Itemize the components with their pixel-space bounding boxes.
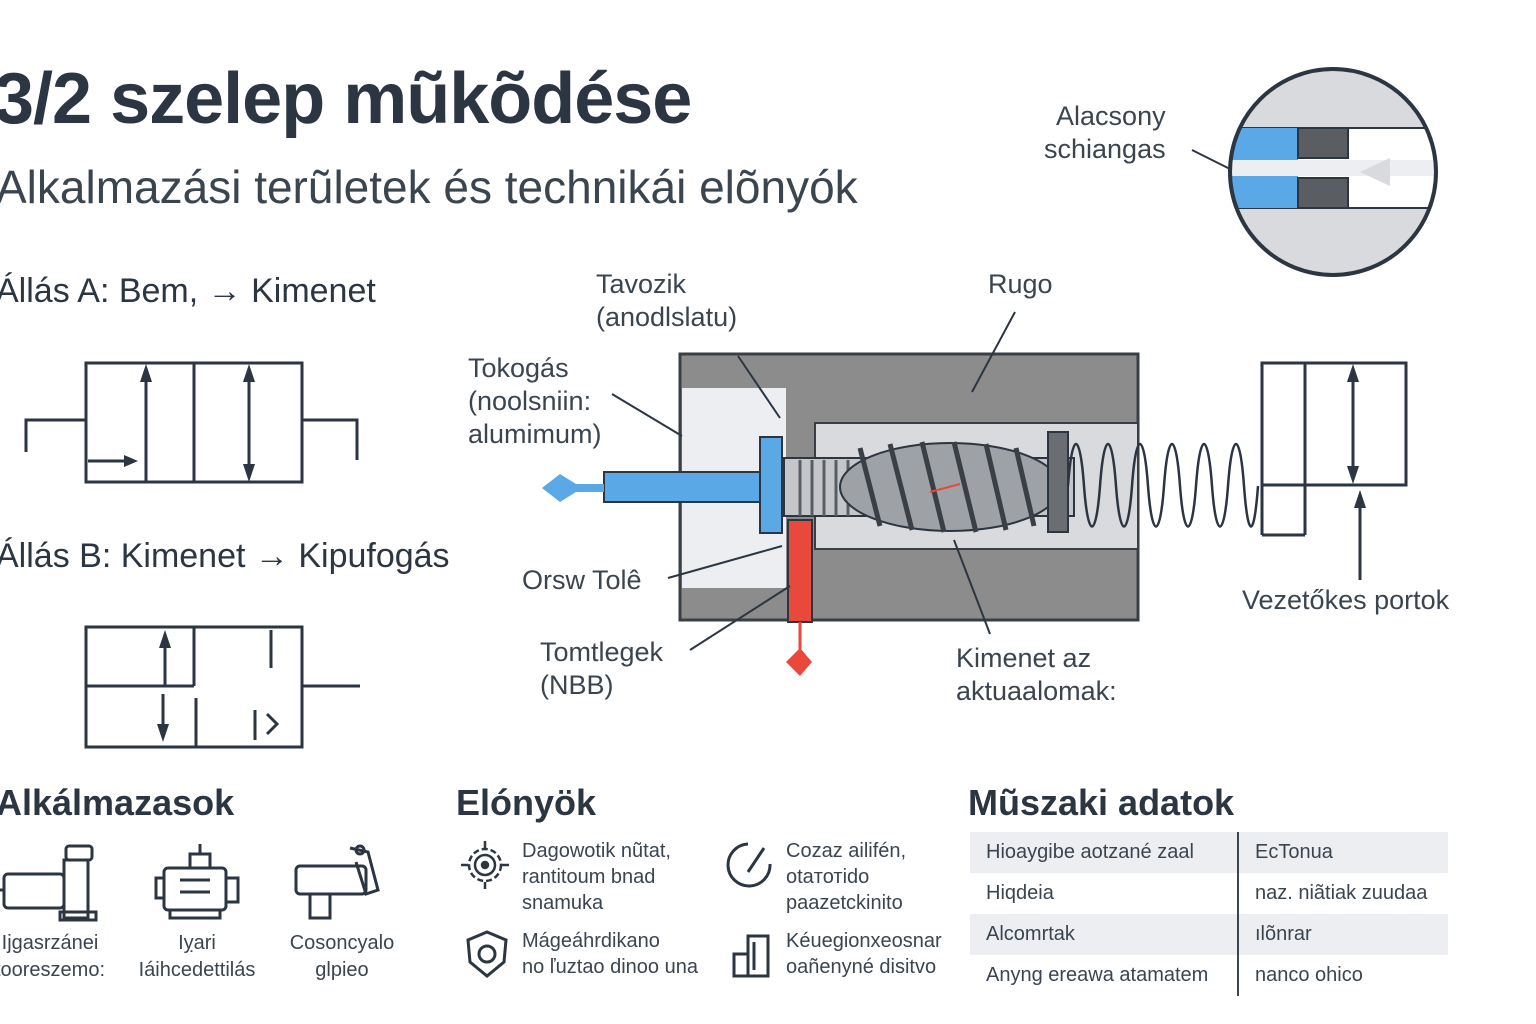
spec-key: Alcomrtak [970, 914, 1239, 955]
gauge-icon [726, 842, 772, 888]
applications-heading: Alkálmazasok [0, 782, 235, 823]
advantage-text-1: Dagowotik nũtat, rantitoum bnad snamuka [522, 840, 671, 914]
spec-key: Hiqdeia [970, 873, 1239, 914]
spring [1066, 443, 1260, 528]
robot-arm-icon [0, 844, 98, 922]
gear-icon [461, 841, 509, 889]
exhaust-port [787, 519, 813, 623]
position-a-label: Állás A: Bem, → Kimenet [0, 272, 376, 310]
table-row: Alcomrtak ılõnrar [970, 914, 1448, 955]
blocks-icon [732, 934, 770, 978]
callout-orsw: Orsw Tolê [522, 565, 642, 595]
gun-tool-icon [294, 844, 380, 920]
advantage-text-4: Kéuegionxeosnar oañenyné disitvo [786, 930, 942, 978]
table-row: Anyng ereawa atamatem nanco ohico [970, 955, 1448, 996]
callout-rugo: Rugo [988, 269, 1053, 299]
advantages-heading: Elónyök [456, 782, 597, 823]
callout-kimenet-akt: Kimenet az aktuaalomak: [956, 643, 1117, 706]
callout-tavozik: Tavozik (anodlslatu) [596, 269, 738, 332]
spec-value: ılõnrar [1238, 914, 1448, 955]
pilot-port-symbol [1260, 361, 1408, 580]
specs-heading: Mũszaki adatok [968, 782, 1235, 823]
table-row: Hiqdeia naz. niãtiak zuudaa [970, 873, 1448, 914]
machine-icon [154, 844, 240, 920]
callout-tomitesek: Tomtlegek (NBB) [540, 637, 664, 700]
application-caption-2: Iỵari Iáihcedettilás [138, 932, 256, 981]
position-b-label: Állás B: Kimenet → Kipufogás [0, 537, 450, 575]
advantage-text-3: Mágeáhrdikano no ľuztao dinoo una [522, 930, 698, 978]
spec-key: Hioaygibe aotzané zaal [970, 832, 1239, 873]
advantage-text-2: Cozaz ailifén, otaтотido paazetckinito [786, 840, 907, 914]
application-caption-1: Ijgasrzánei tooreszemo: [0, 932, 106, 981]
inlet-port [603, 471, 785, 503]
spec-value: nanco ohico [1255, 964, 1363, 986]
callout-vezetekes: Vezetőkes portok [1242, 585, 1450, 615]
shield-icon [466, 930, 508, 978]
spec-value: EcTonua [1238, 832, 1448, 873]
table-row: Hioaygibe aotzané zaal EcTonua [970, 832, 1448, 873]
spec-key: Anyng ereawa atamatem [970, 955, 1239, 996]
page-title: 3/2 szelep mũkõdése [0, 59, 692, 139]
spec-value: naz. niãtiak zuudaa [1255, 882, 1428, 904]
page-subtitle: Alkalmazási terũletek és technikái elõny… [0, 161, 858, 213]
application-caption-3: Cosoncyalo glpieo [289, 932, 395, 981]
callout-tokozas: Tokogás (noolsniin: alumimum) [468, 353, 602, 449]
specs-table: Hioaygibe aotzané zaal EcTonua Hiqdeia n… [970, 832, 1448, 996]
callout-alacsony: Alacsony schiangas [1044, 101, 1166, 164]
